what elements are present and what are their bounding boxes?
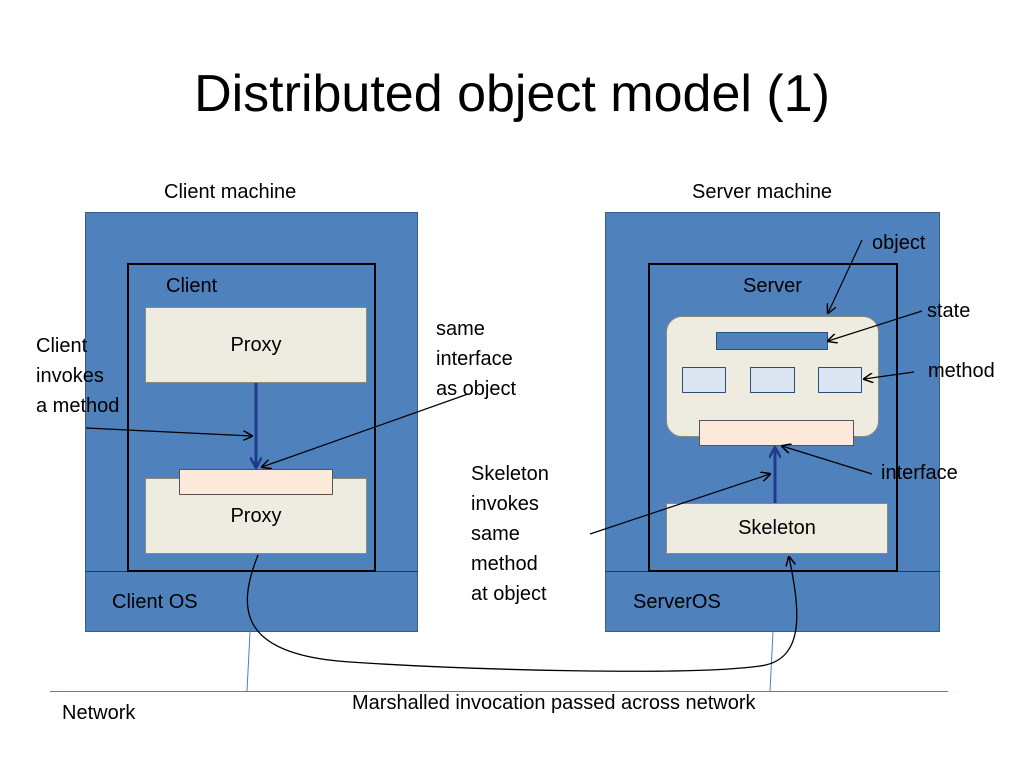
- object-label: object: [872, 232, 926, 254]
- skeleton-invokes-pointer: [589, 474, 770, 535]
- client-process-label: Client: [166, 275, 218, 297]
- skeleton-invokes-note: Skeleton invokes same method at object: [471, 463, 549, 605]
- state-label: state: [927, 300, 971, 322]
- same-interface-note: same interface as object: [436, 318, 517, 400]
- client-proxy-interface: [179, 469, 333, 495]
- server-os-label: ServerOS: [633, 591, 721, 613]
- server-skeleton-label: Skeleton: [738, 517, 816, 539]
- client-invokes-note: Client invokes a method: [36, 335, 120, 417]
- client-process: [127, 263, 376, 572]
- marshalled-label: Marshalled invocation passed across netw…: [352, 692, 756, 714]
- client-machine-label: Client machine: [164, 181, 297, 203]
- network-label: Network: [62, 702, 136, 724]
- object-pointer: [828, 239, 863, 313]
- object-method-1: [682, 367, 726, 393]
- client-machine: [85, 212, 418, 632]
- client-network-drop: [246, 631, 251, 692]
- state-pointer: [828, 310, 923, 341]
- server-process-label: Server: [743, 275, 802, 297]
- slide-title: Distributed object model (1): [194, 65, 830, 123]
- server-network-drop: [769, 631, 774, 692]
- object-method-3: [818, 367, 862, 393]
- object-interface: [699, 420, 854, 446]
- client-invokes-pointer: [85, 427, 252, 436]
- object-method-2: [750, 367, 795, 393]
- server-skeleton: Skeleton: [666, 503, 888, 554]
- client-proxy-top: Proxy: [145, 307, 367, 383]
- method-label: method: [928, 360, 995, 382]
- interface-label: interface: [881, 462, 958, 484]
- client-proxy-top-label: Proxy: [230, 334, 282, 356]
- method-pointer: [864, 371, 915, 379]
- client-os-label: Client OS: [112, 591, 198, 613]
- marshalled-invocation-curve: [246, 554, 798, 672]
- server-process: [648, 263, 898, 572]
- interface-pointer: [782, 446, 873, 475]
- network-line: [50, 691, 948, 692]
- same-interface-pointer: [262, 393, 469, 467]
- client-proxy-bottom-label: Proxy: [230, 505, 282, 527]
- server-machine-label: Server machine: [692, 181, 833, 203]
